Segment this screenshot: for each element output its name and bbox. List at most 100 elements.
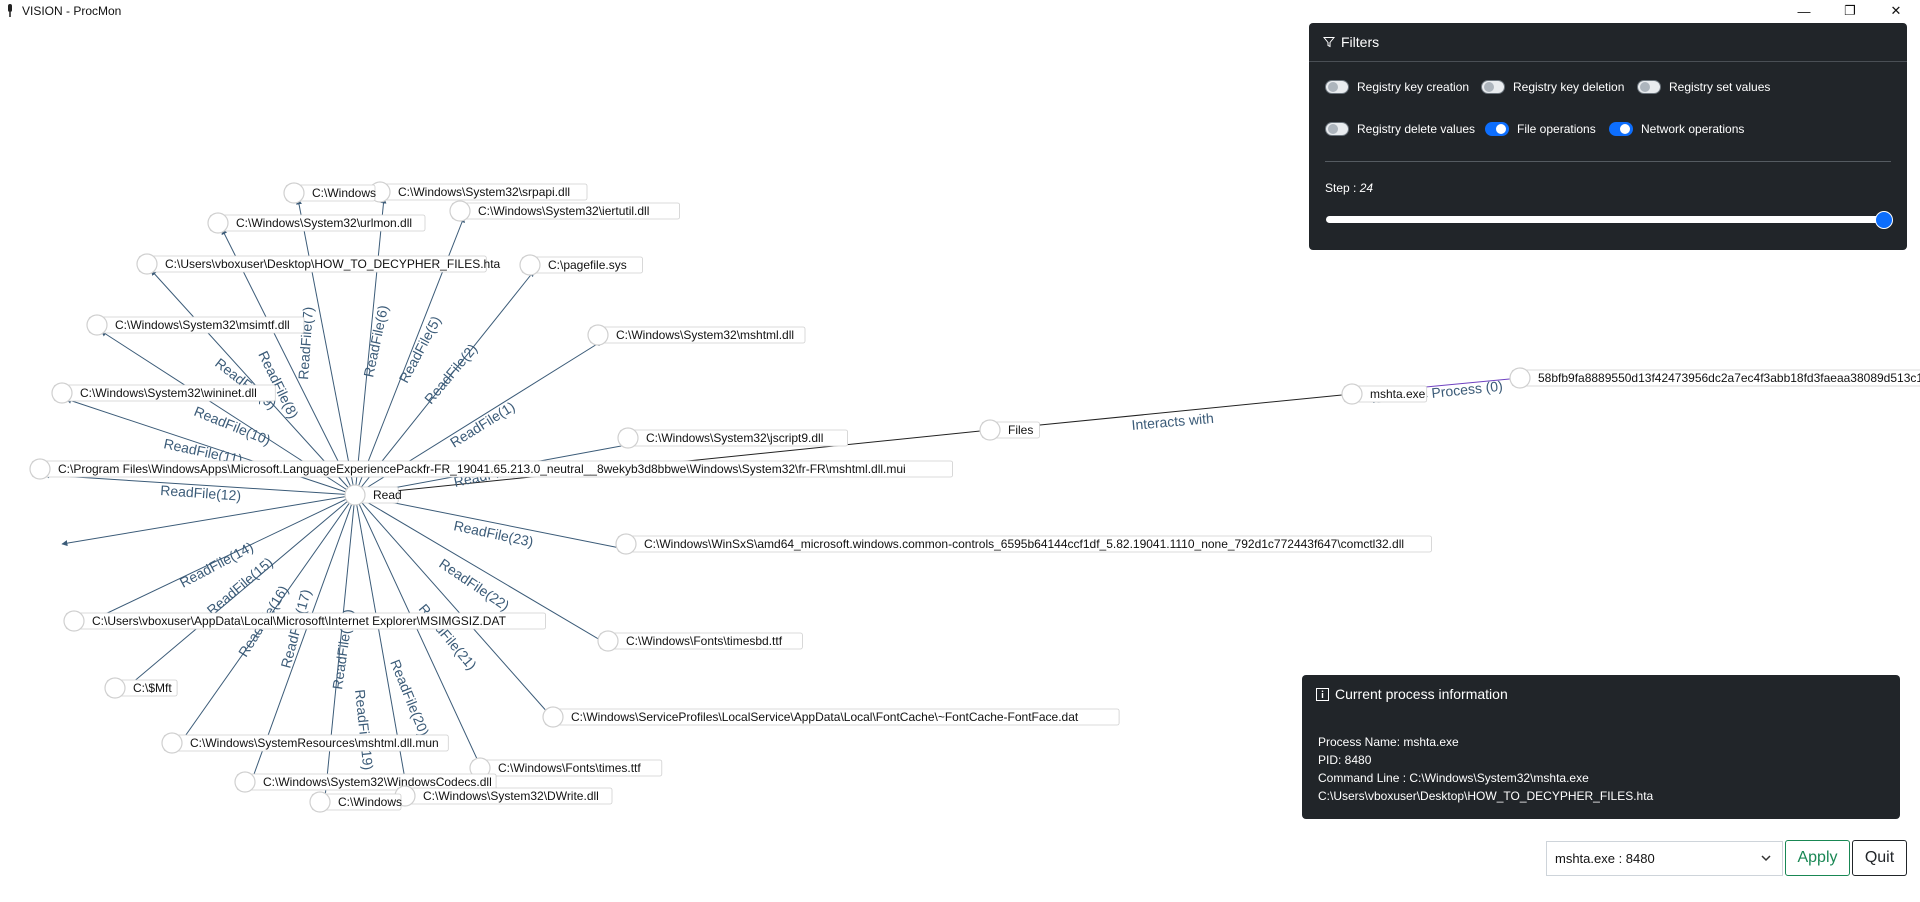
node-label: C:\Windows\ServiceProfiles\LocalService\… <box>571 710 1079 724</box>
edge-label: ReadFile(5) <box>396 313 444 385</box>
hash-node[interactable]: 58bfb9fa8889550d13f42473956dc2a7ec4f3abb… <box>1509 367 1920 389</box>
file-node[interactable]: C:\Windows\System32\mshtml.dll <box>587 324 806 346</box>
toggle-label: Registry delete values <box>1357 122 1476 136</box>
node-label: C:\Program Files\WindowsApps\Microsoft.L… <box>58 462 906 476</box>
edge-label: ReadFile(10) <box>192 403 273 448</box>
process-pid: PID: 8480 <box>1318 753 1372 767</box>
file-node[interactable]: C:\Windows <box>309 791 402 813</box>
node-label: C:\Windows <box>312 186 376 200</box>
graph-edge <box>296 198 356 496</box>
file-node[interactable]: C:\Users\vboxuser\AppData\Local\Microsof… <box>63 610 547 632</box>
graph-edge <box>321 494 356 809</box>
file-node[interactable]: C:\Windows <box>283 182 376 204</box>
node-label: C:\Windows\WinSxS\amd64_microsoft.window… <box>644 537 1404 551</box>
node-label: C:\$Mft <box>133 681 172 695</box>
file-node[interactable]: C:\Windows\System32\srpapi.dll <box>369 181 588 203</box>
node-label: C:\Windows\System32\srpapi.dll <box>398 185 570 199</box>
step-slider-handle[interactable] <box>1875 211 1893 229</box>
edge-label: Process (0) <box>1431 378 1504 401</box>
close-window-button[interactable]: ✕ <box>1873 0 1919 22</box>
process-command-line-args: C:\Users\vboxuser\Desktop\HOW_TO_DECYPHE… <box>1318 789 1654 803</box>
graph-edge <box>354 270 535 496</box>
process-info-panel: Current process information Process Name… <box>1302 675 1900 819</box>
file-node[interactable]: C:\Windows\System32\jscript9.dll <box>617 427 849 449</box>
edge-label: Interacts with <box>1131 410 1215 433</box>
node-label: C:\Users\vboxuser\AppData\Local\Microsof… <box>92 614 507 628</box>
node-label: C:\Windows\System32\jscript9.dll <box>646 431 823 445</box>
edge-label: ReadFile(22) <box>436 555 512 614</box>
edge-label: ReadFile(19) <box>352 689 376 771</box>
process-graph[interactable]: ReadFile(1)ReadFile(2)ReadFile(5)ReadFil… <box>0 22 1920 842</box>
files-node[interactable]: Files <box>979 419 1040 441</box>
toggle-registry-key-creation[interactable]: Registry key creation <box>1325 80 1469 94</box>
switch[interactable] <box>1481 80 1505 94</box>
file-node[interactable]: C:\Windows\System32\wininet.dll <box>51 382 276 404</box>
file-node[interactable]: C:\Program Files\WindowsApps\Microsoft.L… <box>29 458 953 480</box>
file-node[interactable]: C:\Windows\WinSxS\amd64_microsoft.window… <box>615 533 1432 555</box>
process-node[interactable]: mshta.exe <box>1341 383 1428 405</box>
file-node[interactable]: C:\Windows\System32\WindowsCodecs.dll <box>234 771 497 793</box>
toggle-network-operations[interactable]: Network operations <box>1609 122 1744 136</box>
toggle-label: Network operations <box>1641 122 1745 136</box>
node-label: Files <box>1008 423 1033 437</box>
apply-button[interactable]: Apply <box>1785 840 1850 876</box>
toggle-file-operations[interactable]: File operations <box>1485 122 1596 136</box>
filters-panel: Filters Registry key creation Registry k… <box>1309 23 1907 250</box>
graph-edge <box>77 494 356 628</box>
switch[interactable] <box>1637 80 1661 94</box>
switch[interactable] <box>1485 122 1509 136</box>
toggle-registry-delete-values[interactable]: Registry delete values <box>1325 122 1475 136</box>
toggle-label: File operations <box>1517 122 1596 136</box>
file-node[interactable]: C:\Windows\System32\DWrite.dll <box>394 785 613 807</box>
process-select[interactable]: mshta.exe : 8480 <box>1546 841 1783 876</box>
file-node[interactable]: C:\$Mft <box>104 677 178 699</box>
edge-label: ReadFile(20) <box>387 657 432 738</box>
graph-edge <box>65 397 356 496</box>
file-node[interactable]: C:\Windows\ServiceProfiles\LocalService\… <box>542 706 1120 728</box>
graph-edge <box>43 472 356 496</box>
node-label: C:\Windows <box>338 795 402 809</box>
window-title: VISION - ProcMon <box>22 4 122 18</box>
file-node[interactable]: C:\Windows\SystemResources\mshtml.dll.mu… <box>161 732 449 754</box>
toggle-registry-key-deletion[interactable]: Registry key deletion <box>1481 80 1624 94</box>
switch[interactable] <box>1609 122 1633 136</box>
process-info-header: Current process information <box>1302 675 1900 713</box>
quit-button[interactable]: Quit <box>1852 840 1907 876</box>
filters-title: Filters <box>1341 34 1380 50</box>
graph-edge <box>989 393 1353 431</box>
read-node[interactable]: Read <box>344 484 402 506</box>
step-label: Step : 24 <box>1325 181 1373 195</box>
node-label: 58bfb9fa8889550d13f42473956dc2a7ec4f3abb… <box>1538 371 1920 385</box>
toggle-label: Registry key deletion <box>1513 80 1625 94</box>
edge-label: ReadFile(21) <box>416 601 480 673</box>
chevron-down-icon <box>1761 855 1771 862</box>
file-node[interactable]: C:\Windows\System32\urlmon.dll <box>207 212 426 234</box>
node-label: C:\Windows\Fonts\times.ttf <box>498 761 641 775</box>
edge-label: ReadFile(23) <box>452 517 534 549</box>
minimize-icon: — <box>1797 3 1811 19</box>
node-label: C:\Windows\System32\iertutil.dll <box>478 204 649 218</box>
file-node[interactable]: C:\Windows\Fonts\times.ttf <box>469 757 663 779</box>
file-node[interactable]: C:\pagefile.sys <box>519 254 643 276</box>
node-label: C:\Windows\System32\urlmon.dll <box>236 216 412 230</box>
file-node[interactable]: C:\Users\vboxuser\Desktop\HOW_TO_DECYPHE… <box>136 253 501 275</box>
file-node[interactable]: C:\Windows\System32\msimtf.dll <box>86 314 305 336</box>
divider <box>1325 161 1891 162</box>
restore-button[interactable]: ❐ <box>1827 0 1873 22</box>
close-icon: ✕ <box>1890 3 1902 18</box>
node-label: C:\Windows\SystemResources\mshtml.dll.mu… <box>190 736 439 750</box>
node-label: Read <box>373 488 402 502</box>
toggle-registry-set-values[interactable]: Registry set values <box>1637 80 1770 94</box>
graph-edge <box>354 494 631 552</box>
minimize-button[interactable]: — <box>1781 0 1827 22</box>
switch[interactable] <box>1325 80 1349 94</box>
step-slider[interactable] <box>1326 216 1886 223</box>
toggle-label: Registry set values <box>1669 80 1771 94</box>
node-label: C:\Users\vboxuser\Desktop\HOW_TO_DECYPHE… <box>165 257 501 271</box>
file-node[interactable]: C:\Windows\Fonts\timesbd.ttf <box>597 630 803 652</box>
node-label: C:\Windows\System32\wininet.dll <box>80 386 257 400</box>
restore-icon: ❐ <box>1844 3 1856 18</box>
switch[interactable] <box>1325 122 1349 136</box>
title-bar: VISION - ProcMon — ❐ ✕ <box>0 0 1920 22</box>
file-node[interactable]: C:\Windows\System32\iertutil.dll <box>449 200 681 222</box>
